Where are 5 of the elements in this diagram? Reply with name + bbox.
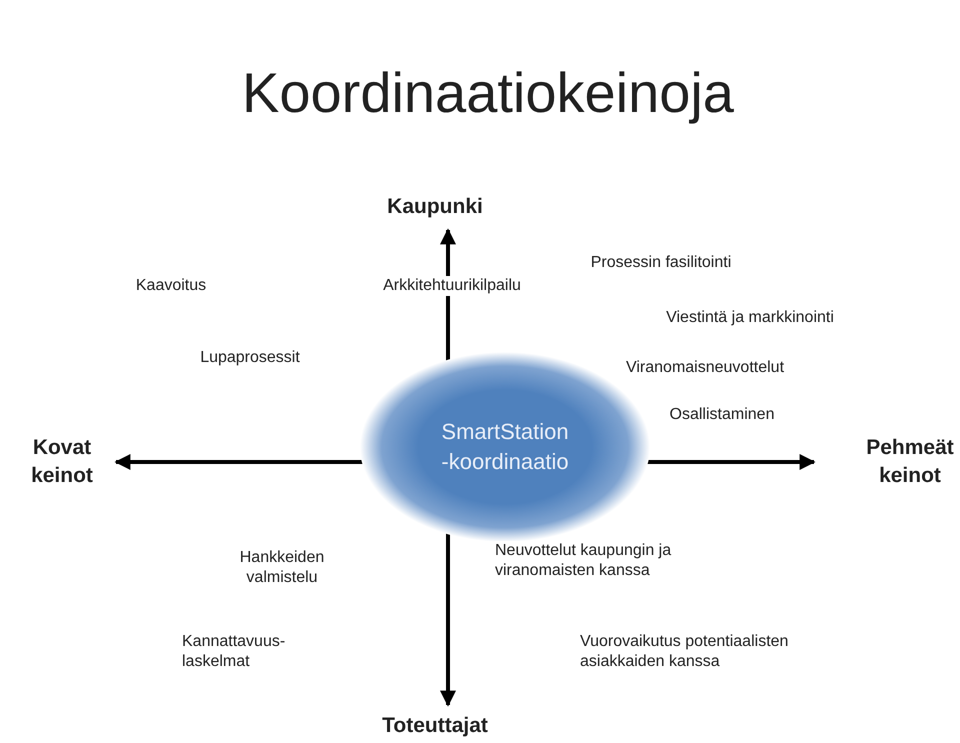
title: Koordinaatiokeinoja [242, 60, 734, 126]
center-label: SmartStation -koordinaatio [440, 418, 570, 476]
method-label: Lupaprosessit [200, 348, 300, 368]
method-label: Arkkitehtuurikilpailu [383, 276, 521, 296]
method-label: Viestintä ja markkinointi [666, 308, 834, 328]
